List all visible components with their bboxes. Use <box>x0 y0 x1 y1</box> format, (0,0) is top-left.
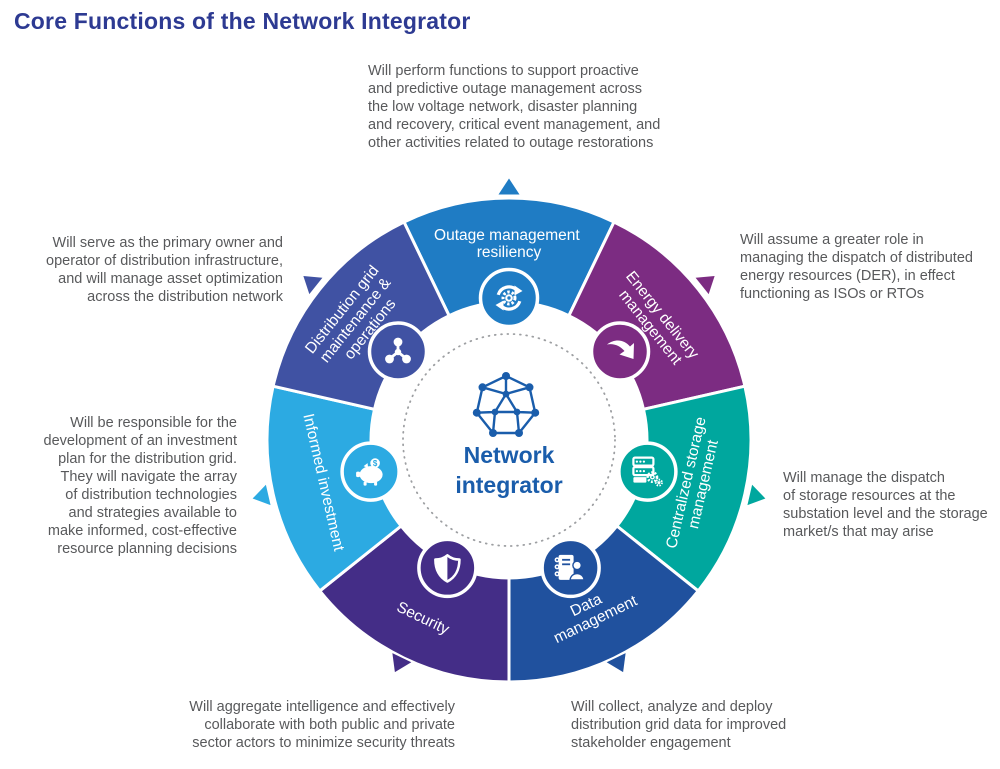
cycle-gear-icon <box>478 267 540 329</box>
annotation-centralized-storage: Will manage the dispatch of storage reso… <box>783 470 988 540</box>
center-title-line1: Network <box>464 442 555 468</box>
center-title-line2: integrator <box>455 472 562 498</box>
pointer-distribution <box>303 275 323 295</box>
label-outage-management: Outage management resiliency <box>434 227 584 261</box>
pointer-storage <box>747 484 766 506</box>
dotted-ring <box>402 333 616 547</box>
pointer-security <box>392 653 412 673</box>
network-nodes-icon <box>367 321 429 382</box>
annotation-informed-investment: Will be responsible for the development … <box>43 415 237 557</box>
annotation-distribution-grid: Will serve as the primary owner and oper… <box>46 235 283 305</box>
pointer-energy <box>695 275 715 295</box>
shield-icon <box>417 537 478 599</box>
curved-arrow-icon <box>589 321 651 382</box>
piggy-bank-icon: $ <box>340 441 401 502</box>
pointer-outage <box>498 178 520 195</box>
server-gears-icon <box>617 441 678 502</box>
annotation-outage-management: Will perform functions to support proact… <box>368 63 661 151</box>
network-mesh-icon <box>472 372 540 437</box>
pointer-data <box>606 653 626 673</box>
annotation-energy-delivery: Will assume a greater role in managing t… <box>740 232 973 302</box>
coin-dollar-glyph: $ <box>373 459 378 468</box>
annotation-data-management: Will collect, analyze and deploy distrib… <box>571 699 787 751</box>
pointer-investment <box>252 484 271 506</box>
notebook-person-icon <box>540 537 601 599</box>
page-title: Core Functions of the Network Integrator <box>14 8 471 34</box>
annotation-security: Will aggregate intelligence and effectiv… <box>189 699 455 751</box>
